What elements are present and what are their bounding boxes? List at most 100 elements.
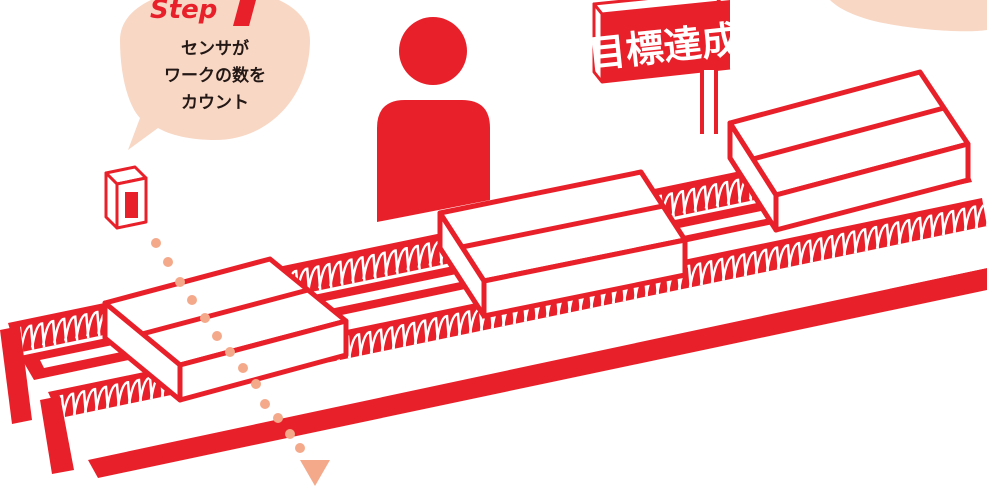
roller bbox=[693, 185, 709, 211]
roller bbox=[30, 322, 46, 348]
beam-dot bbox=[260, 399, 270, 409]
box-1 bbox=[102, 256, 349, 403]
roller bbox=[688, 262, 704, 288]
roller bbox=[63, 315, 79, 341]
roller bbox=[116, 381, 132, 407]
roller bbox=[406, 244, 421, 271]
roller bbox=[820, 234, 836, 261]
roller bbox=[413, 319, 429, 345]
roller bbox=[83, 387, 99, 414]
roller bbox=[340, 258, 355, 284]
roller bbox=[754, 248, 770, 275]
beam-dot bbox=[151, 238, 161, 248]
roller bbox=[94, 385, 110, 412]
roller bbox=[842, 230, 858, 256]
roller bbox=[743, 250, 759, 277]
roller bbox=[886, 221, 902, 247]
roller bbox=[318, 262, 333, 289]
roller bbox=[919, 214, 935, 240]
roller bbox=[362, 253, 377, 280]
roller bbox=[61, 392, 77, 418]
beam-dot bbox=[251, 379, 261, 389]
roller bbox=[347, 333, 363, 359]
beam-dot bbox=[225, 347, 235, 357]
roller bbox=[373, 251, 388, 277]
step-bubble: Step センサが ワークの数を カウント bbox=[120, 0, 310, 150]
roller bbox=[721, 255, 737, 281]
roller bbox=[41, 319, 57, 346]
bubble-line-3: カウント bbox=[181, 93, 249, 113]
roller bbox=[963, 205, 979, 231]
roller bbox=[941, 209, 957, 236]
beam-dot bbox=[285, 429, 295, 439]
roller bbox=[457, 310, 473, 336]
roller bbox=[798, 239, 814, 266]
beam-dot bbox=[238, 363, 248, 373]
roller bbox=[417, 242, 432, 268]
person-icon bbox=[377, 17, 490, 222]
roller bbox=[358, 330, 374, 357]
roller bbox=[732, 253, 748, 279]
roller bbox=[402, 321, 418, 348]
roller bbox=[704, 183, 720, 209]
roller bbox=[710, 257, 726, 284]
roller bbox=[864, 225, 880, 252]
roller bbox=[809, 237, 825, 263]
roller bbox=[682, 187, 698, 214]
roller bbox=[86, 310, 101, 337]
roller bbox=[72, 390, 88, 416]
roller bbox=[105, 383, 121, 409]
roller bbox=[380, 326, 396, 352]
roller bbox=[52, 317, 68, 344]
roller bbox=[446, 312, 462, 339]
step-title: Step bbox=[150, 0, 217, 25]
count-path-arrow bbox=[300, 460, 330, 486]
roller bbox=[671, 190, 687, 216]
roller bbox=[424, 317, 440, 343]
roller bbox=[307, 265, 322, 291]
step-number-shape bbox=[233, 0, 256, 26]
sign-pole-right bbox=[712, 70, 718, 134]
sign-pole-left bbox=[700, 70, 706, 134]
beam-dot bbox=[212, 331, 222, 341]
roller bbox=[395, 246, 410, 273]
beam-dot bbox=[295, 443, 305, 453]
bubble-shape bbox=[120, 0, 310, 150]
beam-dot bbox=[200, 313, 210, 323]
roller bbox=[75, 313, 90, 339]
box-3 bbox=[727, 69, 971, 233]
roller bbox=[897, 219, 913, 245]
beam-dot bbox=[163, 257, 173, 267]
roller bbox=[831, 232, 847, 259]
roller bbox=[765, 246, 781, 272]
box-2 bbox=[437, 169, 688, 319]
sensor-beam bbox=[151, 238, 305, 453]
roller bbox=[127, 378, 143, 405]
roller bbox=[384, 249, 399, 275]
roller bbox=[908, 216, 924, 243]
conveyor-bottom-rail bbox=[88, 268, 987, 478]
roller bbox=[787, 241, 803, 268]
roller bbox=[726, 178, 742, 205]
roller bbox=[435, 314, 451, 341]
sensor-icon bbox=[104, 165, 148, 230]
bubble-line-2: ワークの数を bbox=[164, 65, 266, 86]
beam-dot bbox=[273, 413, 283, 423]
roller bbox=[351, 256, 366, 282]
beam-dot bbox=[175, 277, 185, 287]
roller bbox=[369, 328, 385, 355]
beam-dot bbox=[187, 295, 197, 305]
roller bbox=[952, 207, 968, 234]
roller bbox=[699, 260, 715, 286]
roller bbox=[875, 223, 891, 250]
roller bbox=[329, 260, 344, 287]
bubble-fragment bbox=[830, 0, 987, 32]
roller bbox=[715, 180, 731, 207]
roller bbox=[391, 323, 407, 350]
roller bbox=[776, 244, 792, 270]
roller bbox=[930, 212, 946, 238]
roller bbox=[853, 228, 869, 254]
goal-sign: 目標達成 bbox=[586, 0, 742, 134]
bubble-line-1: センサが bbox=[181, 38, 249, 59]
